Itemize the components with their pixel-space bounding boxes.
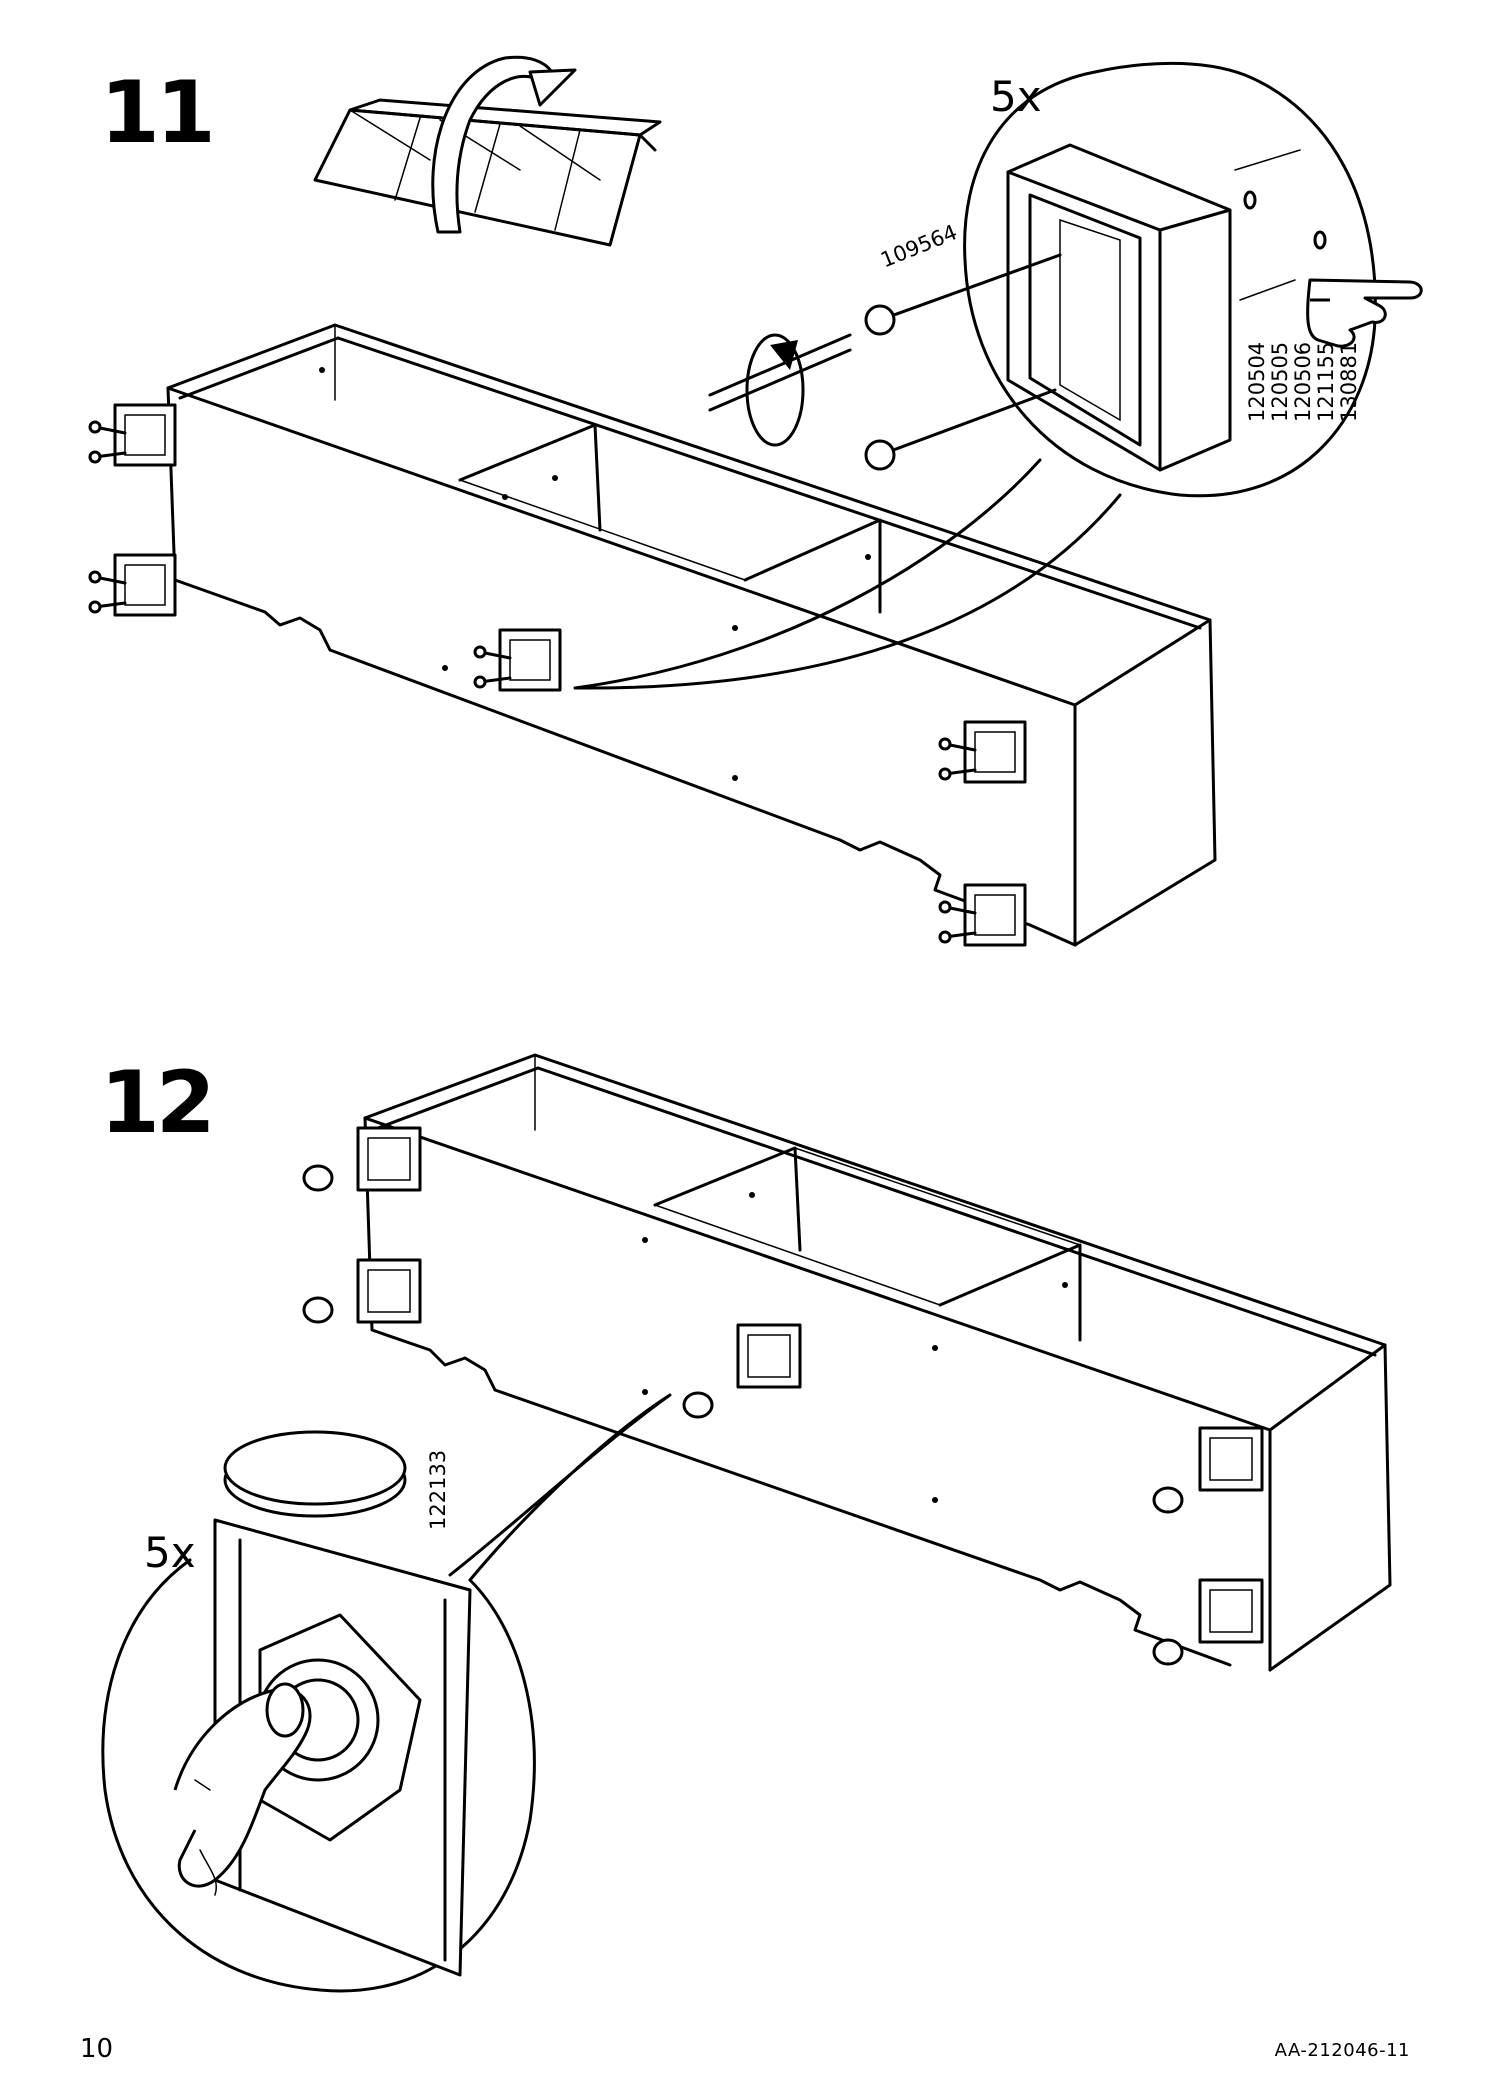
detail-callout-step11 [573, 61, 1377, 690]
bracket-part-number: 130881 [1337, 341, 1361, 422]
bracket-part-number: 120505 [1268, 341, 1292, 422]
document-code: AA-212046-11 [1274, 2040, 1410, 2061]
quantity-label-step11: 5x [990, 72, 1042, 121]
step-number-11: 11 [100, 63, 216, 163]
page-number: 10 [80, 2034, 114, 2064]
step-number-12: 12 [100, 1053, 216, 1153]
cabinet-step12 [363, 1053, 1392, 1672]
flip-over-arrow-icon [431, 55, 577, 234]
flip-thumbnail [313, 98, 662, 247]
bracket-part-number: 120506 [1291, 341, 1315, 422]
pointing-hand-icon [1306, 278, 1423, 348]
bracket-group-step11 [88, 403, 1027, 947]
detail-callout-step12 [101, 1393, 672, 1993]
cap-part-number: 122133 [426, 1449, 450, 1530]
finger-press-icon [173, 1682, 312, 1896]
bracket-part-number: 121155 [1314, 341, 1338, 422]
quantity-label-step12: 5x [144, 1528, 196, 1577]
bracket-cap-group-step12 [302, 1126, 1264, 1666]
bracket-part-number: 120504 [1245, 341, 1269, 422]
bracket-part-numbers: 120504 120505 120506 121155 130881 [1245, 341, 1361, 422]
screwdriver-turn-icon [708, 333, 852, 447]
cabinet-step11 [166, 323, 1217, 947]
